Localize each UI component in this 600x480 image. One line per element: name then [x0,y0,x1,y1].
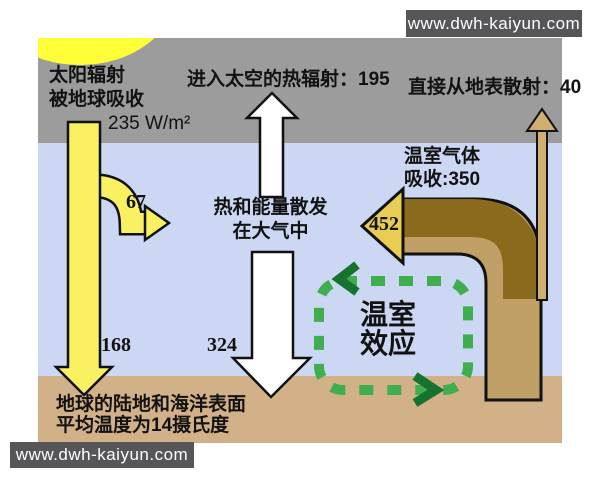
heat-label-line2: 在大气中 [232,221,309,242]
surface-label-line1: 地球的陆地和海洋表面 [56,394,247,415]
surface-label-line2: 平均温度为14摄氏度 [56,415,230,436]
value-absorbed-by-ghg: 452 [369,213,399,235]
solar-flux-label: 235 W/m² [108,113,191,134]
greenhouse-effect-loop [314,261,473,407]
watermark-top: www.dwh-kaiyun.com [406,10,582,37]
reflected-branch-arrow [96,173,172,243]
direct-from-surface-label: 直接从地表散射：40 [408,77,582,98]
back-radiation-arrow [230,250,314,399]
ghg-absorbed-label: 温室气体 吸收:350 [404,145,480,191]
loop-left-chevron-icon [331,261,360,296]
value-reflected-branch: 67 [126,191,146,213]
ground-band [38,376,562,443]
value-absorbed-by-surface: 168 [101,334,131,356]
heat-to-space-arrow [243,91,301,199]
solar-label-line1: 太阳辐射 [49,65,126,86]
solar-radiation-label: 太阳辐射 被地球吸收 [49,64,144,112]
watermark-bottom: www.dwh-kaiyun.com [10,442,194,468]
direct-emission-arrow [525,107,559,301]
solar-radiation-arrow [52,120,116,397]
heat-label-line1: 热和能量散发 [213,197,328,218]
value-back-radiation: 324 [207,334,237,356]
heat-in-atmosphere-label: 热和能量散发 在大气中 [213,196,328,244]
greenhouse-effect-title: 温室 效应 [342,300,434,358]
sun-icon [38,38,155,65]
solar-label-line2: 被地球吸收 [49,89,145,110]
ghg-label-line1: 温室气体 [404,146,481,167]
surface-to-ghg-arrow [359,185,543,402]
greenhouse-title-line1: 温室 [359,299,416,330]
to-space-label: 进入太空的热辐射：195 [187,69,390,90]
surface-label: 地球的陆地和海洋表面 平均温度为14摄氏度 [56,394,246,436]
greenhouse-title-line2: 效应 [359,328,416,359]
ghg-absorbed-arrowhead [359,185,405,267]
ghg-label-line2: 吸收:350 [404,169,481,190]
loop-right-chevron-icon [412,372,445,407]
